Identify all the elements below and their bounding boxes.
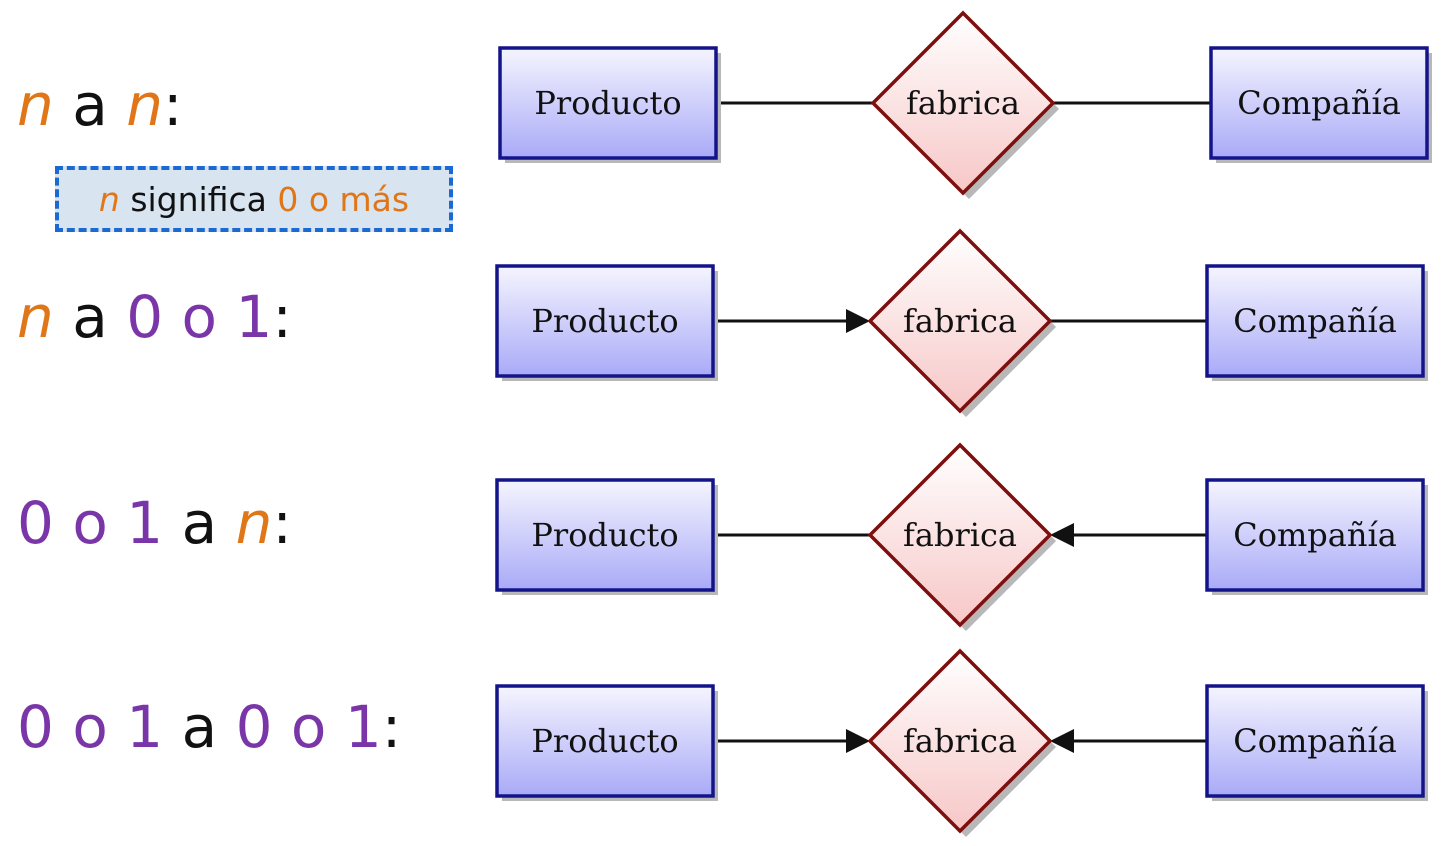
- arrowhead-left: [846, 729, 870, 753]
- note-value: 0 o más: [277, 179, 410, 219]
- er-row-4: Producto Compañía fabrica: [495, 648, 1428, 837]
- relationship-label: fabrica: [906, 84, 1020, 122]
- entity-compania-label: Compañía: [1233, 516, 1397, 554]
- arrowhead-right: [1050, 729, 1074, 753]
- row-2-left: n: [17, 283, 54, 351]
- row-1-colon: :: [162, 71, 183, 139]
- arrowhead-right: [1050, 523, 1074, 547]
- entity-compania-box: [1205, 478, 1425, 592]
- entity-compania-label: Compañía: [1237, 84, 1401, 122]
- note-n: n: [98, 179, 120, 219]
- row-4-sep: a: [181, 693, 218, 761]
- entity-producto-label: Producto: [534, 84, 681, 122]
- er-row-1: Producto Compañía fabrica: [498, 10, 1432, 199]
- entity-producto-box: [495, 264, 715, 378]
- entity-producto-label: Producto: [531, 722, 678, 760]
- row-label-3: 0 o 1 a n:: [17, 494, 292, 552]
- entity-compania-label: Compañía: [1233, 302, 1397, 340]
- relationship-diamond: [867, 442, 1053, 628]
- row-4-colon: :: [381, 693, 402, 761]
- er-row-3: Producto Compañía fabrica: [495, 442, 1428, 631]
- row-3-colon: :: [272, 489, 292, 557]
- row-4-right: 0 o 1: [235, 693, 382, 761]
- relationship-diamond: [867, 228, 1053, 414]
- relationship-label: fabrica: [903, 516, 1017, 554]
- row-4-left: 0 o 1: [17, 693, 164, 761]
- row-label-4: 0 o 1 a 0 o 1:: [17, 698, 401, 756]
- relationship-label: fabrica: [903, 722, 1017, 760]
- relationship-label: fabrica: [903, 302, 1017, 340]
- relationship-diamond: [870, 10, 1056, 196]
- row-3-sep: a: [181, 489, 218, 557]
- row-2-right: 0 o 1: [126, 283, 273, 351]
- entity-producto-label: Producto: [531, 302, 678, 340]
- entity-producto-label: Producto: [531, 516, 678, 554]
- note-box: n significa 0 o más: [55, 166, 453, 232]
- entity-compania-box: [1205, 264, 1425, 378]
- row-3-right: n: [235, 489, 273, 557]
- entity-producto-box: [495, 478, 715, 592]
- note-text: significa: [130, 179, 267, 219]
- row-3-left: 0 o 1: [17, 489, 164, 557]
- entity-compania-box: [1209, 46, 1429, 160]
- row-label-2: n a 0 o 1:: [17, 288, 292, 346]
- entity-compania-label: Compañía: [1233, 722, 1397, 760]
- er-row-2: Producto Compañía fabrica: [495, 228, 1428, 417]
- row-label-1: n a n:: [17, 76, 183, 134]
- row-2-sep: a: [72, 283, 108, 351]
- arrowhead-left: [846, 309, 870, 333]
- entity-producto-box: [495, 684, 715, 798]
- row-2-colon: :: [272, 283, 292, 351]
- row-1-sep: a: [72, 71, 108, 139]
- entity-producto-box: [498, 46, 718, 160]
- row-1-left: n: [17, 71, 54, 139]
- row-1-right: n: [126, 71, 163, 139]
- relationship-diamond: [867, 648, 1053, 834]
- entity-compania-box: [1205, 684, 1425, 798]
